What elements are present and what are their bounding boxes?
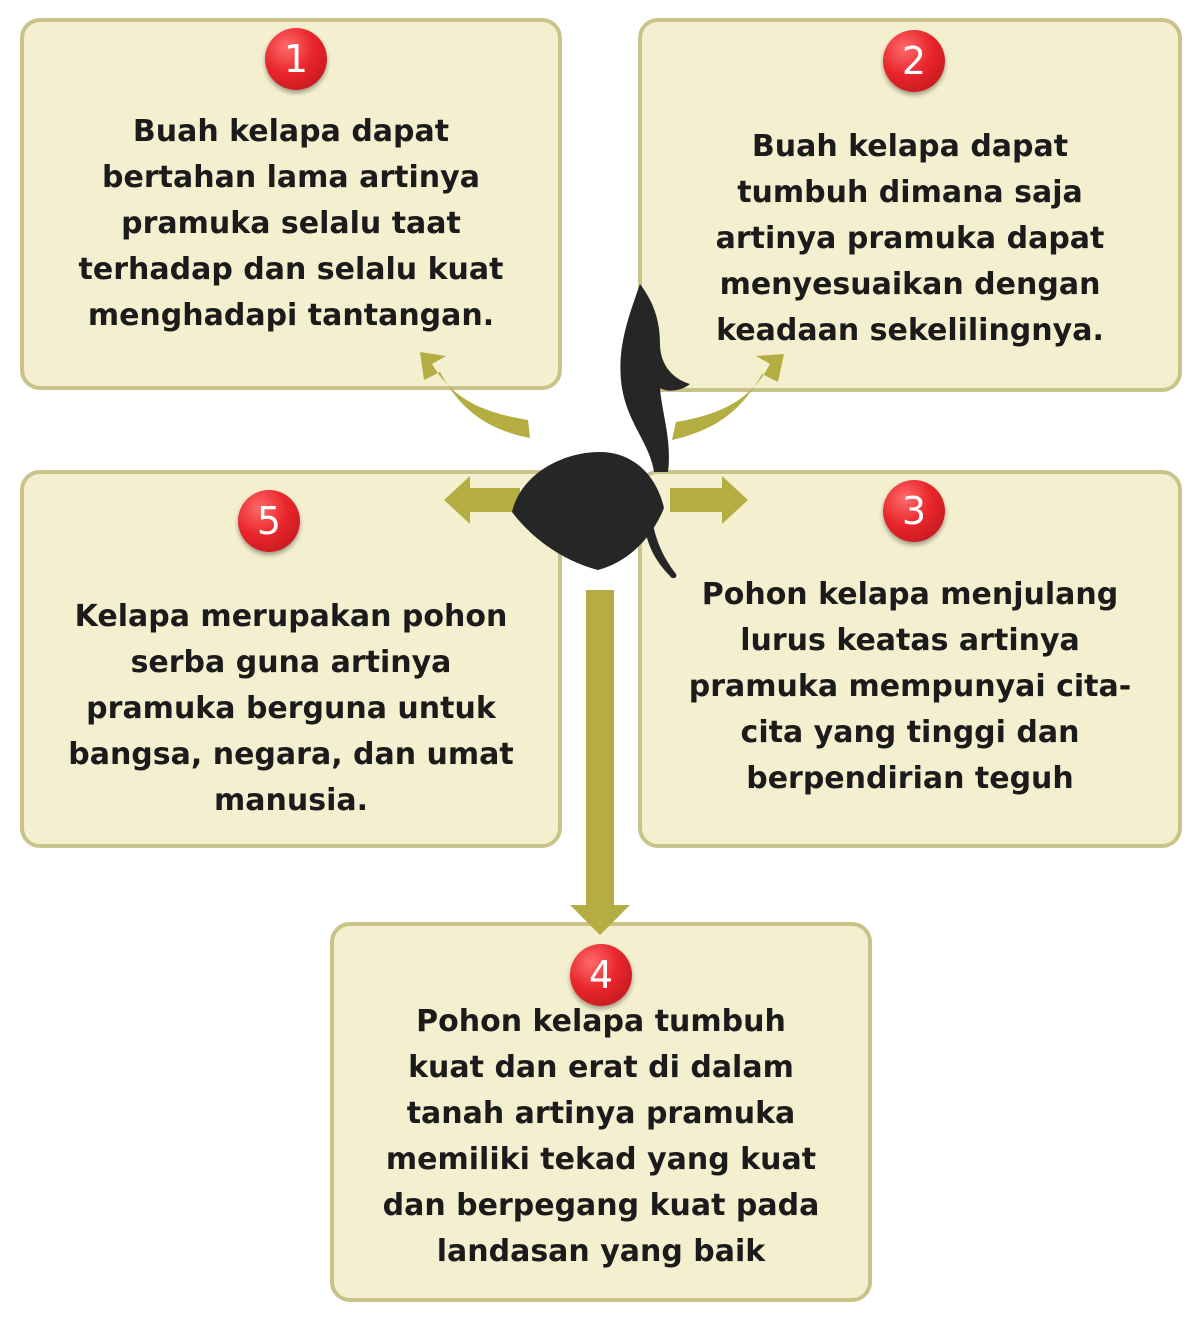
badge-1: 1 [265, 28, 327, 90]
badge-3: 3 [883, 480, 945, 542]
card-5-text: Kelapa merupakan pohon serba guna artiny… [68, 599, 514, 818]
card-1-text: Buah kelapa dapat bertahan lama artinya … [78, 114, 504, 333]
card-5: Kelapa merupakan pohon serba guna artiny… [20, 470, 562, 848]
badge-4: 4 [570, 944, 632, 1006]
arrow-to-card-4 [570, 590, 630, 935]
badge-5: 5 [238, 490, 300, 552]
card-2-text: Buah kelapa dapat tumbuh dimana saja art… [715, 129, 1105, 348]
card-4-text: Pohon kelapa tumbuh kuat dan erat di dal… [382, 1004, 820, 1269]
card-3-text: Pohon kelapa menjulang lurus keatas arti… [688, 577, 1132, 796]
badge-2: 2 [883, 30, 945, 92]
